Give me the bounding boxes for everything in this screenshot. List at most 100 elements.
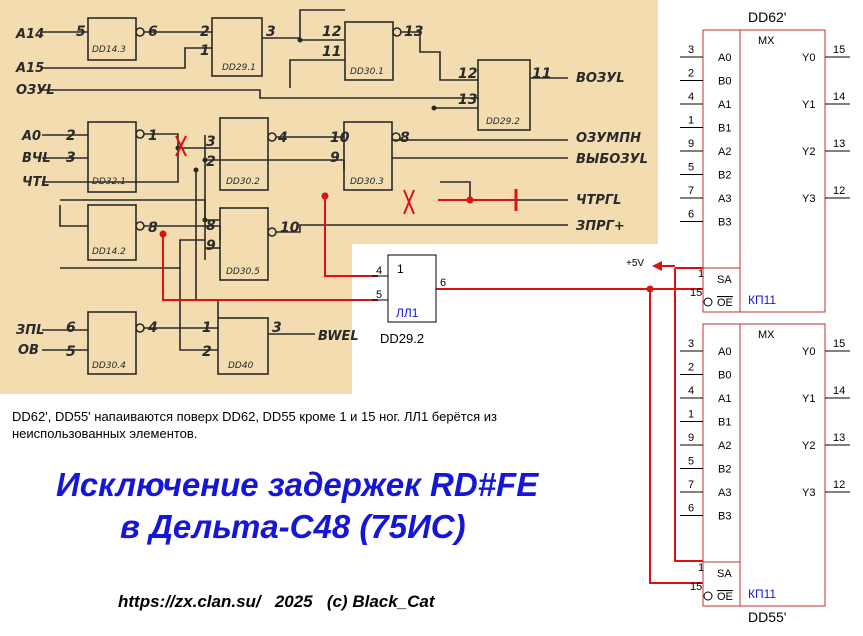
mux-input-pin: 2 <box>688 362 694 374</box>
svg-text:13: 13 <box>404 24 423 40</box>
mux-input-label: A2 <box>718 440 731 452</box>
label-ozu-l: ОЗУL <box>16 83 55 98</box>
chip-name: DD30.2 <box>226 177 260 187</box>
mux-sa-pin: 1 <box>698 562 704 574</box>
label-chtl: ЧТL <box>22 175 50 190</box>
chip-name: DD14.2 <box>92 247 126 257</box>
mux-input-pin: 7 <box>688 185 694 197</box>
mux-output-pin: 15 <box>833 338 845 350</box>
mux-output-pin: 12 <box>833 185 845 197</box>
chip-name: DD29.1 <box>222 63 256 73</box>
mux-input-label: B2 <box>718 464 731 476</box>
title-line-2: в Дельта-С48 (75ИС) <box>120 508 466 545</box>
mux-input-pin: 6 <box>688 209 694 221</box>
title-line-1: Исключение задержек RD#FE <box>56 466 539 503</box>
mux-output-label: Y3 <box>802 193 815 205</box>
ll1-pin-in-b: 5 <box>376 289 382 301</box>
chip-name: DD32.1 <box>92 177 126 187</box>
svg-text:2: 2 <box>200 24 210 40</box>
mux-input-pin: 9 <box>688 138 694 150</box>
svg-text:3: 3 <box>272 320 282 336</box>
svg-text:12: 12 <box>458 66 477 82</box>
mux-input-label: B1 <box>718 417 731 429</box>
red-junctions <box>159 192 662 293</box>
label-bwel: BWEL <box>318 329 359 344</box>
mux-input-label: B0 <box>718 370 731 382</box>
mux-output-label: Y1 <box>802 99 815 111</box>
mux-oe-bubble <box>703 297 713 307</box>
mux-input-pin: 3 <box>688 338 694 350</box>
mux-output-label: Y3 <box>802 487 815 499</box>
svg-text:1: 1 <box>200 43 210 59</box>
footer-year: 2025 <box>274 592 313 611</box>
svg-text:4: 4 <box>147 320 158 336</box>
svg-text:12: 12 <box>322 24 341 40</box>
mux-input-pin: 5 <box>688 456 694 468</box>
mux-output-label: Y2 <box>802 440 815 452</box>
chip-name: DD30.5 <box>226 267 260 277</box>
vcc-label: +5V <box>626 258 644 269</box>
mux-input-pin: 5 <box>688 162 694 174</box>
label-bvl: ВЧL <box>22 151 51 166</box>
svg-text:1: 1 <box>202 320 212 336</box>
ll1-pin-out: 6 <box>440 277 446 289</box>
ll1-label: ЛЛ1 <box>396 306 419 320</box>
mux-output-pin: 13 <box>833 432 845 444</box>
svg-text:3: 3 <box>206 134 216 150</box>
mux-input-pin: 2 <box>688 68 694 80</box>
chip-name: DD30.1 <box>350 67 384 77</box>
svg-text:11: 11 <box>532 66 551 82</box>
svg-text:2: 2 <box>66 128 76 144</box>
mux-output-pin: 13 <box>833 138 845 150</box>
mux-input-label: A2 <box>718 146 731 158</box>
footer-url: https://zx.clan.su/ <box>118 592 261 611</box>
svg-text:10: 10 <box>280 220 300 236</box>
install-note: DD62', DD55' напаиваются поверх DD62, DD… <box>12 409 497 441</box>
ll1-chip-name: DD29.2 <box>380 331 424 346</box>
mux-input-pin: 1 <box>688 409 694 421</box>
scan-wiring <box>42 9 568 375</box>
mux-output-pin: 15 <box>833 44 845 56</box>
svg-text:5: 5 <box>76 24 86 40</box>
mux-input-label: B0 <box>718 76 731 88</box>
label-a14: A14 <box>15 27 44 42</box>
mux-output-pin: 14 <box>833 91 845 103</box>
mux-oe-bubble <box>703 591 713 601</box>
ll1-func: 1 <box>397 262 404 276</box>
mux-type: МХ <box>758 35 775 47</box>
mux-input-label: B3 <box>718 511 731 523</box>
mux-output-label: Y0 <box>802 346 815 358</box>
mux-part: КП11 <box>748 587 776 601</box>
svg-text:1: 1 <box>148 128 158 144</box>
label-ozu-mpn: ОЗУМПН <box>576 131 641 146</box>
label-zprg: ЗПРГ+ <box>576 219 625 234</box>
svg-text:5: 5 <box>66 344 76 360</box>
footer: https://zx.clan.su/ 2025 (c) Black_Cat <box>118 592 435 612</box>
label-zpl: ЗПL <box>16 323 44 338</box>
mux-input-pin: 9 <box>688 432 694 444</box>
mux-input-pin: 3 <box>688 44 694 56</box>
scan-chip-names: DD14.3 DD29.1 DD30.1 DD29.2 DD32.1 DD30.… <box>92 45 520 371</box>
scan-paper <box>0 0 658 394</box>
mux-sa-pin: 1 <box>698 268 704 280</box>
mux-input-pin: 7 <box>688 479 694 491</box>
mux-input-label: B3 <box>718 217 731 229</box>
chip-name: DD30.4 <box>92 361 126 371</box>
scan-pin-numbers: 5 6 2 1 3 12 13 11 12 13 11 2 1 3 2 4 10… <box>66 24 551 360</box>
mux-input-pin: 4 <box>688 385 694 397</box>
mux-input-label: A0 <box>718 346 731 358</box>
mux-input-label: A3 <box>718 487 731 499</box>
svg-text:8: 8 <box>148 220 158 236</box>
mux-input-label: A1 <box>718 393 731 405</box>
mux-output-label: Y0 <box>802 52 815 64</box>
mux-type: МХ <box>758 329 775 341</box>
svg-text:8: 8 <box>206 218 216 234</box>
mux-input-label: B2 <box>718 170 731 182</box>
scan-labels: A14 A15 ОЗУL A0 ВЧL ЧТL ЗПL ОВ ВОЗУL ОЗУ… <box>15 27 648 358</box>
red-wiring <box>162 135 703 584</box>
mux-oe-pin: 15 <box>690 581 702 593</box>
svg-text:8: 8 <box>400 130 410 146</box>
label-vyb-ozu-l: ВЫБОЗУL <box>576 152 648 167</box>
mux-input-pin: 6 <box>688 503 694 515</box>
mux-name: DD62' <box>748 9 786 25</box>
